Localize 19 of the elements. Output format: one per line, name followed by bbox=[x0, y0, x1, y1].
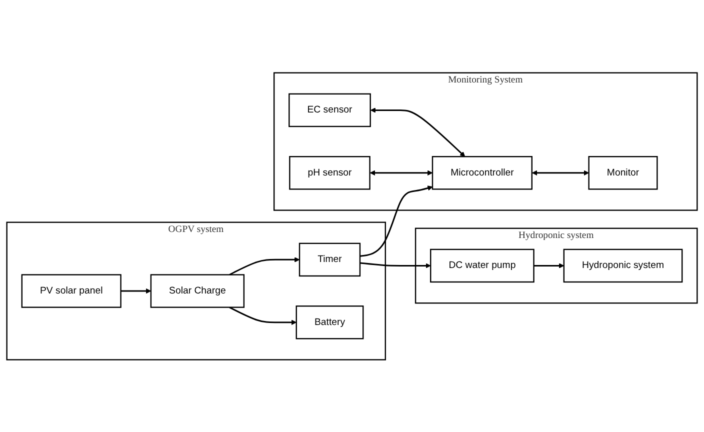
arrow bbox=[360, 185, 433, 257]
node-box: Hydroponic system bbox=[563, 248, 683, 282]
node-box: Monitor bbox=[588, 156, 658, 190]
arrow bbox=[229, 306, 297, 325]
node-box: PV solar panel bbox=[21, 274, 122, 308]
node-box: DC water pump bbox=[430, 248, 534, 282]
arrow bbox=[120, 288, 152, 294]
node-box: Battery bbox=[296, 305, 364, 339]
node-box: EC sensor bbox=[288, 93, 371, 127]
node-box: Timer bbox=[298, 242, 361, 276]
arrow bbox=[370, 107, 466, 157]
arrow bbox=[370, 170, 433, 176]
node-box: Solar Charge bbox=[150, 274, 245, 308]
arrow bbox=[532, 170, 590, 176]
arrow bbox=[534, 262, 564, 268]
node-box: pH sensor bbox=[289, 156, 370, 190]
arrow bbox=[229, 256, 300, 276]
node-box: Microcontroller bbox=[432, 156, 532, 190]
arrow bbox=[360, 262, 431, 268]
